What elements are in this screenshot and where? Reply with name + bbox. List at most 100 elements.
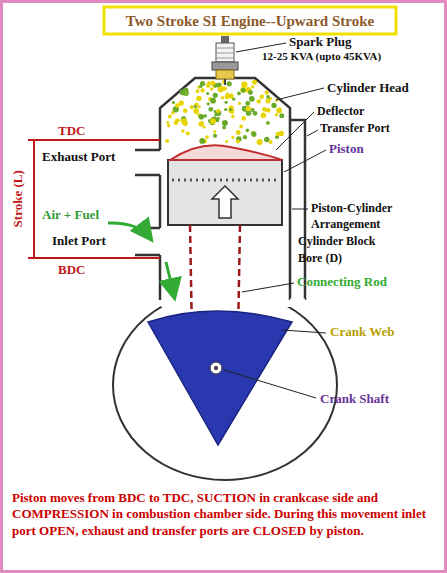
charge-dot bbox=[208, 107, 213, 112]
charge-dot bbox=[168, 114, 172, 118]
charge-dot bbox=[276, 132, 280, 136]
charge-dot bbox=[261, 113, 267, 119]
caption: Piston moves from BDC to TDC, SUCTION in… bbox=[12, 490, 435, 539]
charge-dot bbox=[251, 85, 254, 88]
charge-dot bbox=[216, 109, 220, 113]
charge-dot bbox=[183, 108, 188, 113]
charge-dot bbox=[257, 139, 263, 145]
charge-dot bbox=[275, 113, 278, 116]
charge-dot bbox=[241, 82, 247, 88]
charge-dot bbox=[213, 93, 218, 98]
charge-dot bbox=[239, 125, 243, 129]
charge-dot bbox=[190, 105, 194, 109]
spark-plug-thread bbox=[216, 70, 234, 79]
charge-dot bbox=[246, 106, 251, 111]
charge-dot bbox=[252, 80, 257, 85]
part-label: Deflector bbox=[317, 104, 364, 118]
charge-dot bbox=[249, 96, 255, 102]
charge-dot bbox=[251, 131, 256, 136]
cylinder-wall bbox=[160, 78, 290, 300]
crank-web bbox=[148, 311, 292, 445]
charge-dot bbox=[227, 81, 232, 86]
charge-dot bbox=[196, 96, 201, 101]
charge-dot bbox=[276, 108, 282, 114]
charge-dot bbox=[229, 94, 234, 99]
charge-dot bbox=[177, 119, 180, 122]
charge-dot bbox=[265, 108, 269, 112]
charge-dot bbox=[266, 121, 270, 125]
charge-dot bbox=[231, 115, 234, 118]
charge-dot bbox=[224, 108, 227, 111]
position-label: BDC bbox=[58, 262, 85, 278]
part-label: Cylinder Block bbox=[298, 234, 375, 248]
flow-label: Air + Fuel bbox=[42, 207, 99, 223]
charge-dot bbox=[253, 111, 258, 116]
dimension-label: Stroke (L) bbox=[10, 170, 26, 227]
motion-arrow bbox=[212, 186, 238, 218]
spark-plug-terminal bbox=[221, 36, 229, 43]
part-label: Exhaust Port bbox=[42, 149, 115, 165]
charge-dot bbox=[228, 107, 234, 113]
spark-plug-hex bbox=[212, 62, 238, 70]
part-label: Crank Shaft bbox=[320, 391, 389, 407]
charge-dot bbox=[199, 85, 202, 88]
charge-dot bbox=[269, 140, 273, 144]
piston bbox=[168, 160, 282, 225]
part-label: Cylinder Head bbox=[327, 80, 409, 96]
charge-dot bbox=[166, 121, 169, 124]
position-label: TDC bbox=[58, 123, 85, 139]
charge-dot bbox=[213, 134, 217, 138]
charge-dot bbox=[240, 87, 246, 93]
crank-shaft bbox=[210, 362, 222, 374]
part-label: Spark Plug bbox=[289, 34, 352, 50]
part-label: Piston-Cylinder Arrangement bbox=[311, 200, 411, 232]
charge-dot bbox=[165, 139, 169, 143]
charge-dot bbox=[181, 118, 187, 124]
stroke-bracket bbox=[28, 140, 160, 258]
charge-dot bbox=[172, 101, 175, 104]
charge-dot bbox=[213, 130, 216, 133]
charge-dot bbox=[222, 120, 228, 126]
charge-dot bbox=[167, 124, 170, 127]
charge-dot bbox=[245, 101, 250, 106]
charge-dots bbox=[165, 80, 284, 145]
title: Two Stroke SI Engine--Upward Stroke bbox=[126, 12, 374, 30]
leader-lines bbox=[224, 43, 326, 398]
part-label: Connecting Rod bbox=[297, 274, 387, 290]
part-label: Piston bbox=[329, 141, 364, 157]
charge-dot bbox=[179, 101, 184, 106]
charge-dot bbox=[225, 101, 228, 104]
charge-dot bbox=[266, 98, 271, 103]
charge-dot bbox=[279, 113, 284, 118]
charge-dot bbox=[248, 90, 253, 95]
charge-dot bbox=[175, 119, 179, 123]
charge-dot bbox=[205, 135, 209, 139]
charge-dot bbox=[236, 130, 241, 135]
deflector bbox=[170, 145, 282, 160]
charge-dot bbox=[271, 103, 276, 108]
charge-dot bbox=[236, 140, 240, 144]
charge-dot bbox=[246, 129, 250, 133]
charge-dot bbox=[204, 114, 207, 117]
charge-dot bbox=[193, 108, 199, 114]
charge-dot bbox=[210, 119, 216, 125]
charge-dot bbox=[199, 138, 205, 144]
part-label: Crank Web bbox=[330, 324, 394, 340]
charge-dot bbox=[264, 137, 269, 142]
rating-note: 12-25 KVA (upto 45KVA) bbox=[262, 50, 381, 63]
charge-dot bbox=[210, 98, 216, 104]
part-label: Inlet Port bbox=[52, 233, 106, 249]
charge-dot bbox=[195, 102, 199, 106]
charge-dot bbox=[237, 92, 241, 96]
charge-dot bbox=[222, 80, 226, 84]
charge-dot bbox=[186, 131, 190, 135]
charge-dot bbox=[241, 116, 246, 121]
inflow-arrow bbox=[166, 262, 174, 296]
charge-dot bbox=[206, 92, 209, 95]
spark-plug-insulator bbox=[216, 43, 234, 62]
inflow-arrow bbox=[108, 223, 150, 238]
charge-dot bbox=[210, 87, 213, 90]
charge-dot bbox=[222, 126, 226, 130]
charge-dot bbox=[251, 131, 256, 136]
